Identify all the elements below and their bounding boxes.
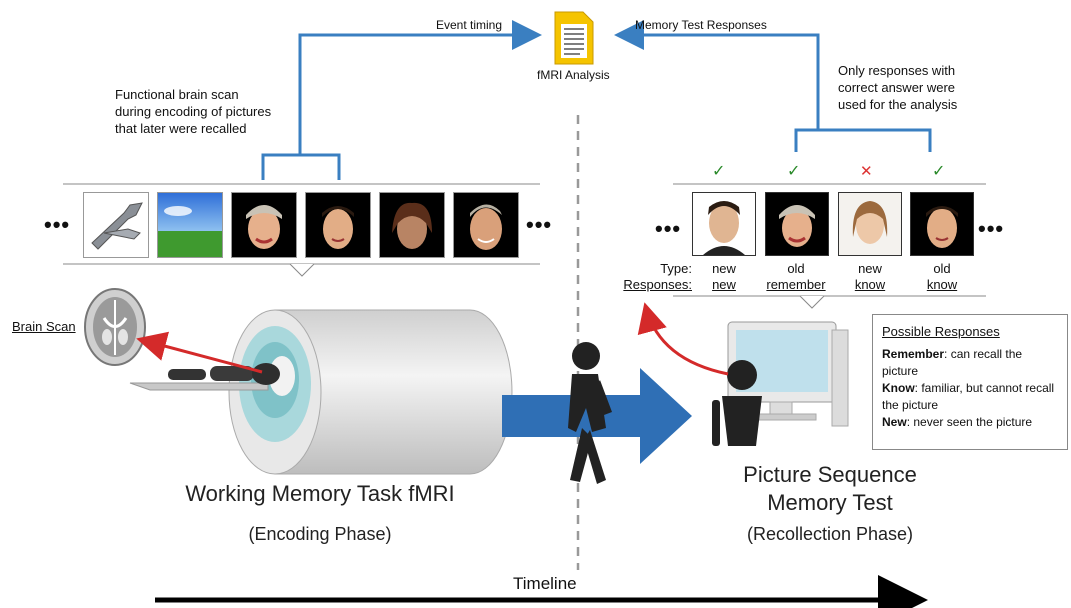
wrench-picture <box>83 192 149 258</box>
document-icon <box>554 11 594 65</box>
test-sequence-bracket <box>673 183 986 309</box>
correct-mark-2: ✓ <box>787 163 801 180</box>
responses-row-label: Responses: <box>623 277 692 292</box>
type-value-2: old <box>787 261 805 276</box>
type-value-1: new <box>712 261 736 276</box>
event-timing-connector <box>261 20 542 180</box>
response-value-4: know <box>926 277 958 292</box>
test-face-4 <box>910 192 974 256</box>
walking-person-icon <box>568 342 612 484</box>
responses-connector <box>614 20 932 152</box>
mri-scanner <box>129 309 513 475</box>
test-title-line2: Memory Test <box>767 490 893 515</box>
response-arrow <box>637 302 729 376</box>
encoding-title: Working Memory Task fMRI <box>185 481 455 506</box>
face-picture-3 <box>379 192 445 258</box>
memory-test-responses-label: Memory Test Responses <box>635 18 767 32</box>
ellipsis-left-start: ••• <box>44 212 71 237</box>
test-face-2 <box>765 192 829 256</box>
type-row-label: Type: <box>660 261 692 276</box>
timeline-label: Timeline <box>513 574 577 593</box>
response-value-1: new <box>712 277 736 292</box>
test-face-3 <box>838 192 902 256</box>
event-timing-label: Event timing <box>436 18 503 32</box>
brain-scan-image <box>84 288 146 366</box>
test-face-1 <box>692 192 756 256</box>
know-definition: Know: familiar, but cannot recall the pi… <box>882 381 1055 412</box>
response-value-3: know <box>854 277 886 292</box>
brain-scan-arrow <box>136 331 263 374</box>
encoding-subtitle: (Encoding Phase) <box>248 524 392 544</box>
test-subtitle: (Recollection Phase) <box>746 524 914 544</box>
ellipsis-right-start: ••• <box>655 216 682 241</box>
new-definition: New: never seen the picture <box>882 415 1033 429</box>
possible-responses-box: Possible Responses Remember: can recall … <box>872 314 1068 450</box>
computer-station-icon <box>712 321 849 446</box>
possible-responses-title: Possible Responses <box>882 324 1000 339</box>
type-value-3: new <box>858 261 882 276</box>
type-value-4: old <box>933 261 951 276</box>
ellipsis-left-end: ••• <box>526 212 553 237</box>
correct-mark-3: ✓ <box>932 163 946 180</box>
ellipsis-right-end: ••• <box>978 216 1005 241</box>
fmri-analysis-label: fMRI Analysis <box>537 68 610 82</box>
response-value-2: remember <box>766 277 826 292</box>
correct-mark-1: ✓ <box>712 163 726 180</box>
face-picture-1 <box>231 192 297 258</box>
remember-definition: Remember: can recall the picture <box>882 347 1023 378</box>
incorrect-mark: ✕ <box>860 163 873 180</box>
test-title-line1: Picture Sequence <box>743 462 917 487</box>
encoding-sequence-bracket <box>63 183 540 277</box>
landscape-picture <box>157 192 223 258</box>
face-picture-2 <box>305 192 371 258</box>
face-picture-4 <box>453 192 519 258</box>
brain-scan-label: Brain Scan <box>12 319 76 334</box>
